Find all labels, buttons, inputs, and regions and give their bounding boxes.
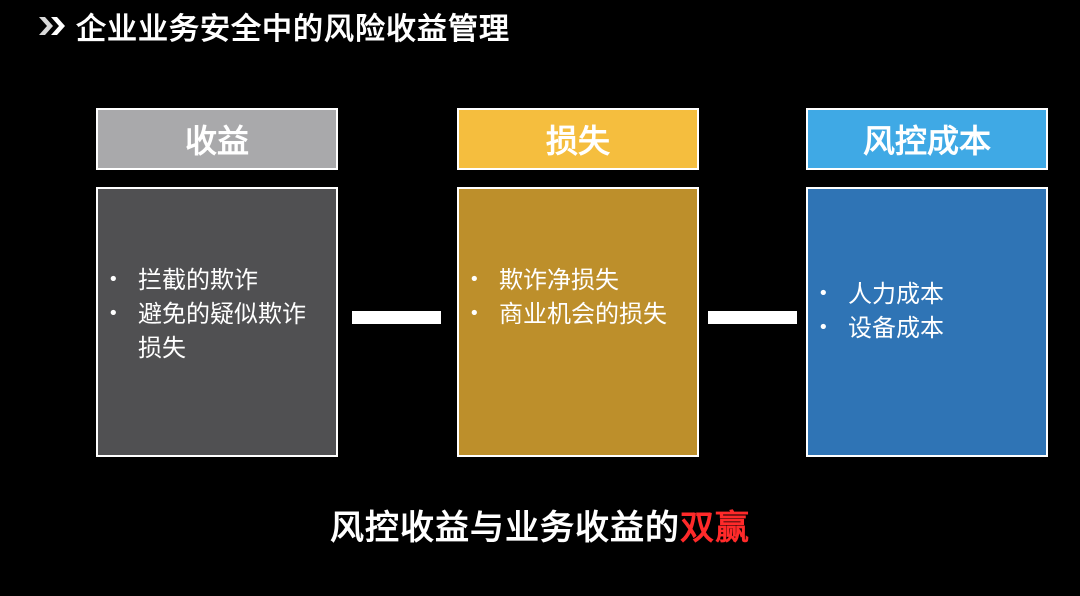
connector-line-left	[352, 311, 441, 324]
column-loss: 损失 •欺诈净损失 •商业机会的损失	[457, 108, 699, 457]
column-header-revenue: 收益	[96, 108, 338, 170]
bullet-dot-icon: •	[469, 269, 480, 290]
slide-title-bar: 企业业务安全中的风险收益管理	[38, 6, 510, 47]
bullet-dot-icon: •	[818, 317, 829, 338]
column-header-loss: 损失	[457, 108, 699, 170]
bullet-dot-icon: •	[818, 283, 829, 304]
double-chevron-right-icon	[39, 17, 65, 35]
bullet-dot-icon: •	[469, 303, 480, 324]
list-item: •设备成本	[808, 311, 1026, 345]
column-header-risk-cost: 风控成本	[806, 108, 1048, 170]
bullet-dot-icon: •	[108, 303, 119, 324]
slide-title: 企业业务安全中的风险收益管理	[76, 12, 510, 47]
conclusion-prefix: 风控收益与业务收益的	[330, 508, 680, 548]
column-body-risk-cost: •人力成本 •设备成本	[806, 187, 1048, 457]
bullet-list-loss: •欺诈净损失 •商业机会的损失	[459, 263, 697, 331]
bullet-dot-icon: •	[108, 269, 119, 290]
conclusion-text: 风控收益与业务收益的双赢	[0, 500, 1080, 549]
list-item: •避免的疑似欺诈损失	[98, 297, 316, 365]
list-item: •欺诈净损失	[459, 263, 671, 297]
list-item: •拦截的欺诈	[98, 263, 316, 297]
list-item: •人力成本	[808, 277, 1026, 311]
column-revenue: 收益 •拦截的欺诈 •避免的疑似欺诈损失	[96, 108, 338, 457]
column-body-loss: •欺诈净损失 •商业机会的损失	[457, 187, 699, 457]
bullet-list-risk-cost: •人力成本 •设备成本	[808, 277, 1046, 345]
bullet-list-revenue: •拦截的欺诈 •避免的疑似欺诈损失	[98, 263, 336, 365]
column-body-revenue: •拦截的欺诈 •避免的疑似欺诈损失	[96, 187, 338, 457]
column-risk-cost: 风控成本 •人力成本 •设备成本	[806, 108, 1048, 457]
list-item: •商业机会的损失	[459, 297, 671, 331]
connector-line-right	[708, 311, 797, 324]
conclusion-highlight: 双赢	[680, 508, 750, 548]
